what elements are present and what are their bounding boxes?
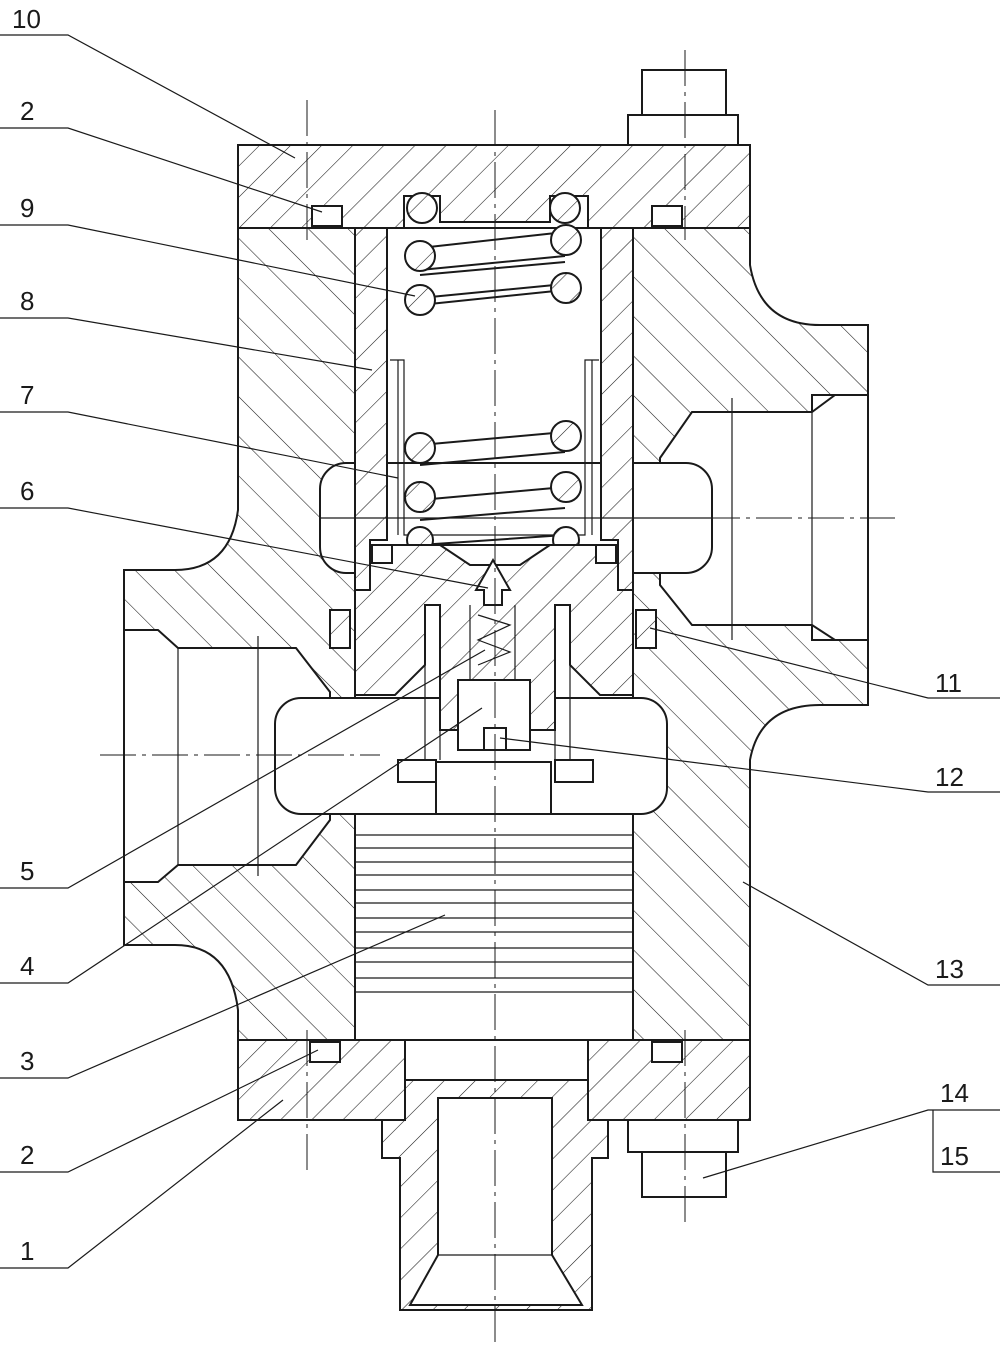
label-14: 14	[940, 1078, 969, 1108]
label-4: 4	[20, 951, 34, 981]
label-2-bottom: 2	[20, 1140, 34, 1170]
leader-lines	[0, 34, 1000, 1269]
centre-lines	[100, 50, 895, 1345]
label-11: 11	[935, 668, 962, 698]
top-cover	[237, 144, 751, 229]
label-5: 5	[20, 856, 34, 886]
label-9: 9	[20, 193, 34, 223]
poppet	[469, 557, 516, 681]
bellows	[355, 834, 633, 993]
label-2-top: 2	[20, 96, 34, 126]
label-12: 12	[935, 762, 964, 792]
label-15: 15	[940, 1141, 969, 1171]
bolts	[627, 69, 739, 1198]
seal-rings	[329, 609, 657, 649]
label-8: 8	[20, 286, 34, 316]
piston-stem	[397, 605, 594, 815]
label-13: 13	[935, 954, 964, 984]
label-1: 1	[20, 1236, 34, 1266]
guide-sleeve	[354, 227, 634, 591]
label-7: 7	[20, 380, 34, 410]
label-6: 6	[20, 476, 34, 506]
label-10: 10	[12, 4, 41, 34]
part-labels: 10 2 9 8 7 6 5 4 3 2 1 11 12 13 14 15	[12, 4, 969, 1266]
label-3: 3	[20, 1046, 34, 1076]
